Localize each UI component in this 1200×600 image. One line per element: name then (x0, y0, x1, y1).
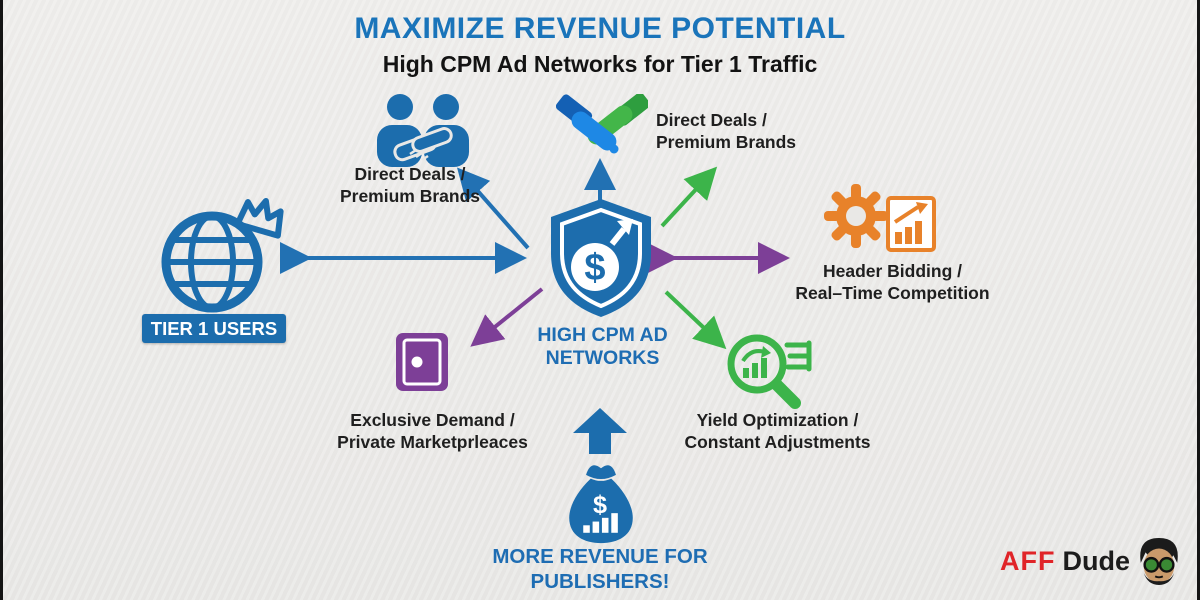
arrow-shield-dealstop (660, 166, 718, 228)
arrow-shield-exclusive (470, 287, 544, 347)
aff-dude-logo: AFF Dude (1000, 536, 1182, 586)
magnifier-analytics-icon (727, 334, 812, 409)
gear-icon (824, 184, 888, 248)
right-edge-bar (1197, 0, 1200, 600)
bar-chart-icon (886, 196, 936, 252)
svg-text:$: $ (584, 247, 605, 289)
handshake-icon (556, 94, 648, 154)
dude-face-icon (1140, 538, 1178, 585)
svg-text:$: $ (593, 491, 607, 519)
globe-crown-icon (161, 197, 284, 313)
label-more-revenue: MORE REVENUE FOR PUBLISHERS! (492, 545, 708, 593)
up-arrow-icon (573, 408, 627, 454)
arrow-shield-yield (664, 290, 727, 350)
arrow-shield-dealsleft (457, 167, 530, 250)
page-subtitle: High CPM Ad Networks for Tier 1 Traffic (382, 51, 818, 77)
label-exclusive-demand: Exclusive Demand / Private Marketprleace… (337, 410, 528, 452)
money-bag-icon: $ (569, 465, 633, 544)
label-direct-deals-top: Direct Deals / Premium Brands (656, 110, 797, 152)
label-yield-optimization: Yield Optimization / Constant Adjustment… (684, 410, 871, 452)
page-title: MAXIMIZE REVENUE POTENTIAL (354, 12, 846, 45)
label-high-cpm-networks: HIGH CPM AD NETWORKS (537, 324, 668, 369)
tier1-users-badge: TIER 1 USERS (142, 314, 286, 343)
label-direct-deals-left: Direct Deals / Premium Brands (339, 164, 481, 206)
door-icon (396, 333, 448, 391)
shield-dollar-icon: $ (551, 199, 651, 317)
logo-dude-text: Dude (1062, 545, 1131, 576)
label-header-bidding: Header Bidding / Real–Time Competition (795, 261, 990, 303)
people-handshake-icon (377, 94, 469, 167)
left-edge-bar (0, 0, 3, 600)
logo-aff-text: AFF (1000, 545, 1056, 576)
